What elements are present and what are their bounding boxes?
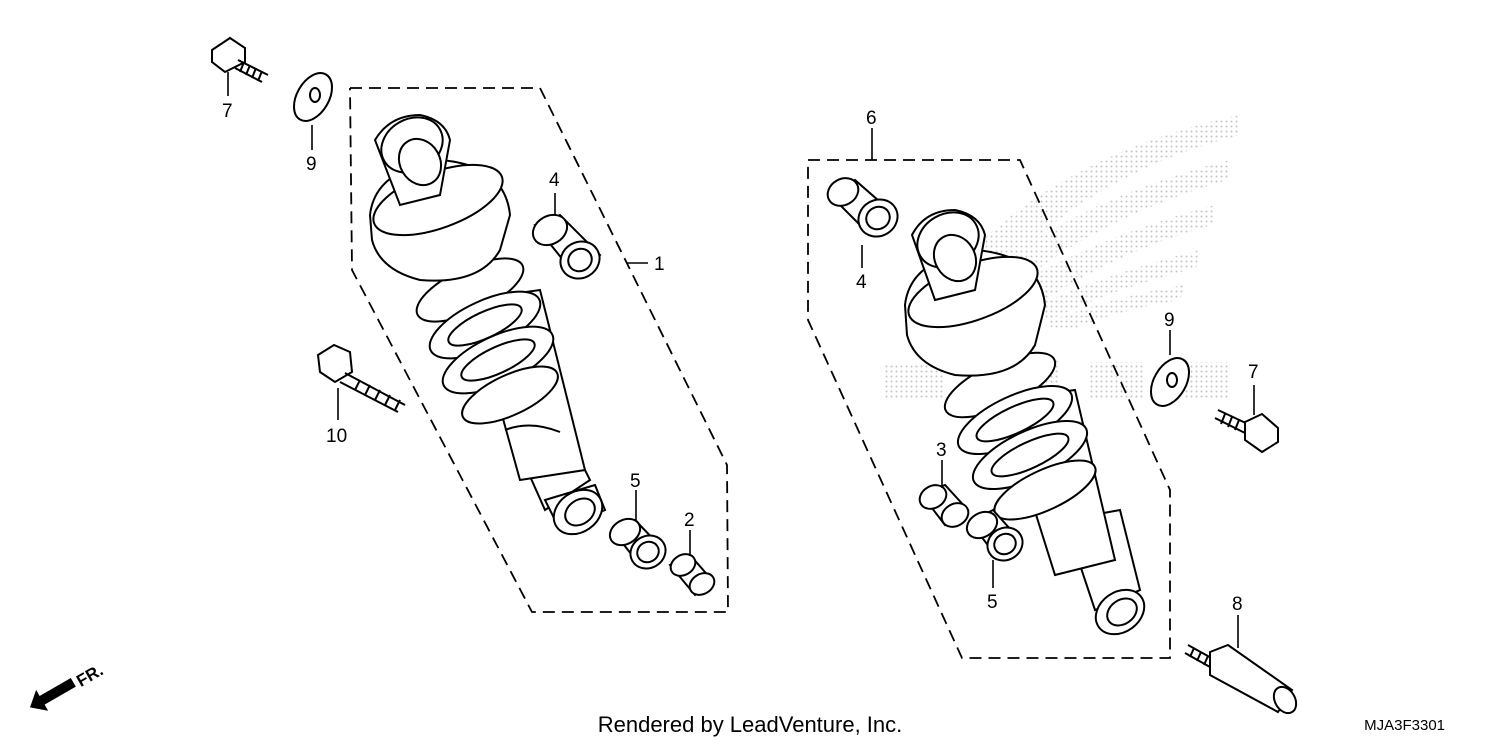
callout-9-right: 9 <box>1164 310 1175 331</box>
leader-lines <box>227 72 1255 648</box>
right-part-8-stud <box>1184 643 1298 715</box>
right-shock-absorber <box>903 208 1146 636</box>
front-label: FR. <box>73 661 106 691</box>
left-part-2-collar <box>668 553 716 597</box>
callout-1: 1 <box>654 254 665 275</box>
left-shock-absorber <box>368 113 607 536</box>
front-direction-indicator: FR. <box>30 661 106 711</box>
callout-5-right: 5 <box>987 592 998 613</box>
left-assembly-dashed-frame <box>349 87 729 613</box>
right-part-3-collar <box>918 483 970 528</box>
left-part-10-bolt <box>316 343 406 413</box>
right-assembly-dashed-frame <box>807 159 1171 659</box>
right-part-5-bushing <box>965 508 1024 562</box>
callout-9-left: 9 <box>306 154 317 175</box>
right-part-4-bushing <box>826 177 899 238</box>
diagram-code: MJA3F3301 <box>1364 717 1445 734</box>
callout-2: 2 <box>684 510 695 531</box>
callout-6: 6 <box>866 108 877 129</box>
callout-7-right: 7 <box>1248 362 1259 383</box>
front-arrow-icon <box>30 677 76 711</box>
callout-7-left: 7 <box>222 101 233 122</box>
left-part-4-bushing <box>531 213 602 280</box>
right-part-7-bolt <box>1214 409 1279 454</box>
callout-5-left: 5 <box>630 471 641 492</box>
callout-4-right: 4 <box>856 272 867 293</box>
right-part-9-washer <box>1150 357 1190 407</box>
callout-3: 3 <box>936 440 947 461</box>
callout-10: 10 <box>326 426 347 447</box>
left-part-9-washer <box>293 72 333 122</box>
footer-credit: Rendered by LeadVenture, Inc. <box>598 712 903 737</box>
left-part-7-bolt <box>211 36 269 83</box>
callout-8: 8 <box>1232 594 1243 615</box>
left-part-5-bushing <box>608 517 667 570</box>
callout-4-left: 4 <box>549 170 560 191</box>
